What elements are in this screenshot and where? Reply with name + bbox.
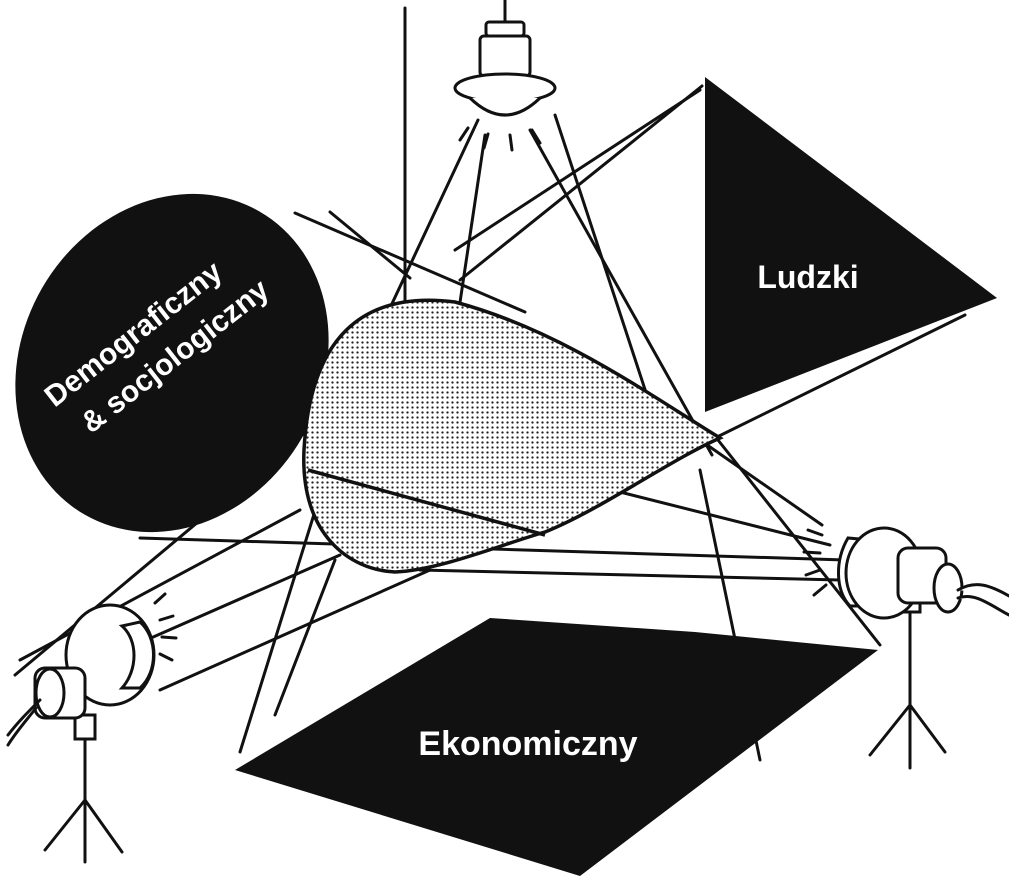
economic-diamond: Ekonomiczny: [235, 618, 878, 876]
central-dotted-shape: [302, 298, 724, 574]
projection-lines: [13, 6, 967, 762]
top-spotlight-icon: [453, 0, 557, 152]
triangle-label: Ludzki: [757, 259, 858, 295]
right-tripod-spotlight-icon: [802, 526, 1009, 770]
diamond-label: Ekonomiczny: [418, 725, 637, 763]
human-triangle: Ludzki: [705, 77, 997, 412]
demographic-sociological-ellipse: Demograficzny & socjologiczny: [15, 193, 329, 533]
left-tripod-spotlight-icon: [6, 592, 178, 864]
